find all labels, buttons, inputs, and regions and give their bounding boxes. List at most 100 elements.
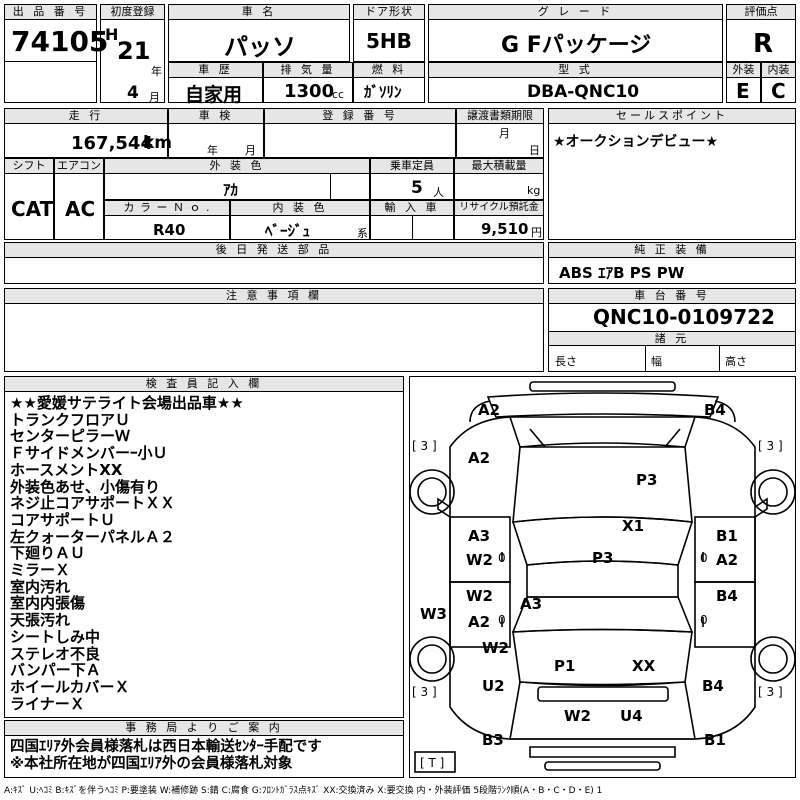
tire-mark: [ 3 ] (412, 685, 437, 699)
history-box: 車 歴 自家用 (168, 62, 263, 106)
note-line: ライナーＸ (10, 694, 85, 713)
recycle-box: リサイクル預託金 9,510 円 (454, 200, 544, 240)
capacity-unit: 人 (433, 186, 444, 199)
aircon-box: エアコン AC (54, 158, 104, 240)
door-type: 5HB (366, 29, 412, 53)
color-box: 外 装 色 ｱｶ (104, 158, 370, 200)
defect-mark: B4 (704, 401, 726, 419)
defect-mark: U2 (482, 677, 505, 695)
defect-mark: B3 (482, 731, 504, 749)
defect-mark: B4 (702, 677, 724, 695)
note-line: 天張汚れ (10, 611, 71, 630)
office-label: 事 務 局 よ り ご 案 内 (5, 721, 403, 736)
height-label: 高さ (725, 355, 747, 368)
defect-mark: P3 (592, 549, 614, 567)
note-line: コアサポートＵ (10, 510, 116, 529)
defect-mark: X1 (622, 517, 645, 535)
note-line: ★★愛媛サテライト会場出品車★★ (10, 394, 244, 412)
chassis-box: 車 台 番 号 QNC10-0109722 諸 元 長さ 幅 高さ (548, 288, 796, 372)
note-line: 室内内張傷 (10, 594, 86, 613)
note-line: ホイールカバーＸ (10, 677, 130, 696)
inspector-notes: ★★愛媛サテライト会場出品車★★ トランクフロアＵ センターピラーＷ Ｆサイドメ… (10, 395, 244, 712)
defect-mark: 0 (700, 551, 708, 565)
car-name-label: 車 名 (169, 5, 349, 20)
defect-mark: W2 (466, 587, 493, 605)
defect-mark: P1 (554, 657, 576, 675)
caution-label: 注 意 事 項 欄 (5, 289, 543, 304)
score-label: 評価点 (727, 5, 795, 20)
interior-label: 内装 (762, 63, 795, 78)
defect-mark: B1 (716, 527, 738, 545)
model: DBA-QNC10 (527, 82, 640, 102)
note-line: ネジ止コアサポートＸＸ (10, 494, 176, 513)
defect-mark: XX (632, 657, 656, 675)
divider (330, 174, 331, 199)
defect-mark: B1 (704, 731, 726, 749)
fuel-box: 燃 料 ｶﾞｿﾘﾝ (353, 62, 425, 103)
shift: CAT (11, 197, 54, 221)
fuel: ｶﾞｿﾘﾝ (364, 83, 402, 101)
capacity-box: 乗車定員 5 人 (370, 158, 454, 200)
sales-point: ★オークションデビュー★ (553, 134, 719, 150)
import-box: 輸 入 車 (370, 200, 454, 240)
lot-number-label: 出 品 番 号 (5, 5, 96, 20)
defect-mark: A2 (478, 401, 501, 419)
lot-number: 74105 (11, 25, 109, 58)
car-name-box: 車 名 パッソ (168, 4, 350, 62)
defect-mark: A2 (716, 551, 739, 569)
equipment: ABS ｴｱB PS PW (559, 264, 685, 282)
plate-label: 登 録 番 号 (265, 109, 455, 124)
defect-mark: A3 (520, 595, 543, 613)
note-line: センターピラーＷ (10, 427, 131, 446)
displacement-box: 排 気 量 1300 cc (263, 62, 353, 103)
exterior-grade: E (736, 79, 750, 103)
defect-mark: A2 (468, 449, 491, 467)
inspection-month-unit: 月 (245, 144, 256, 157)
interior-color-label: 内 装 色 (231, 201, 369, 216)
note-line: ミラーＸ (10, 561, 71, 580)
door-label: ドア形状 (354, 5, 424, 20)
specs-label: 諸 元 (549, 331, 795, 346)
defect-mark: B4 (716, 587, 738, 605)
chassis-label: 車 台 番 号 (549, 289, 795, 304)
aircon-label: エアコン (55, 159, 103, 174)
color-no-box: カ ラ ー Ｎ ｏ . R40 (104, 200, 230, 240)
transfer-month-unit: 月 (499, 127, 510, 140)
month-unit: 月 (149, 91, 160, 104)
score: R (753, 29, 774, 59)
office-notes: 四国ｴﾘｱ外会員様落札は西日本輸送ｾﾝﾀｰ手配です ※本社所在地が四国ｴﾘｱ外の… (10, 739, 322, 773)
capacity-label: 乗車定員 (371, 159, 453, 174)
import-label: 輸 入 車 (371, 201, 453, 216)
note-line: 室内汚れ (10, 577, 71, 596)
interior-color-suffix: 系 (357, 227, 368, 240)
recycle-unit: 円 (531, 226, 542, 239)
grade-box: グ レ ー ド G Fパッケージ (428, 4, 723, 62)
defect-mark: 0 (700, 613, 708, 627)
note-line: ホースメントXX (10, 460, 123, 479)
defect-mark: W3 (420, 605, 447, 623)
first-reg-month: 4 (127, 83, 139, 103)
width-label: 幅 (651, 355, 662, 368)
office-box: 事 務 局 よ り ご 案 内 四国ｴﾘｱ外会員様落札は西日本輸送ｾﾝﾀｰ手配で… (4, 720, 404, 778)
note-line: 左クォーターパネルＡ２ (10, 527, 175, 546)
transfer-day-unit: 日 (529, 144, 540, 157)
defect-mark: 0 (498, 613, 506, 627)
exterior-box: 外装 E (726, 62, 761, 103)
km-unit: km (143, 133, 173, 153)
defect-mark: W2 (466, 551, 493, 569)
color-no-label: カ ラ ー Ｎ ｏ . (105, 201, 229, 216)
mileage-box: 走 行 167,544 km (4, 108, 172, 158)
note-line: バンパー下Ａ (10, 661, 101, 680)
inspection-year-unit: 年 (207, 144, 218, 157)
tire-mark: [ 3 ] (758, 685, 783, 699)
equipment-label: 純 正 装 備 (549, 243, 795, 258)
load-unit: kg (527, 184, 541, 197)
divider (719, 346, 720, 371)
car-name: パッソ (224, 33, 296, 61)
car-diagram: A2 B4 [ 3 ] [ 3 ] A2 P3 X1 A3 B1 W2 0 P3… (409, 376, 796, 778)
divider (5, 61, 96, 62)
score-box: 評価点 R (726, 4, 796, 62)
office-line: 四国ｴﾘｱ外会員様落札は西日本輸送ｾﾝﾀｰ手配です (10, 739, 322, 755)
note-line: Ｆサイドメンバーｰ小Ｕ (10, 444, 168, 463)
later-parts-label: 後 日 発 送 部 品 (5, 243, 543, 258)
